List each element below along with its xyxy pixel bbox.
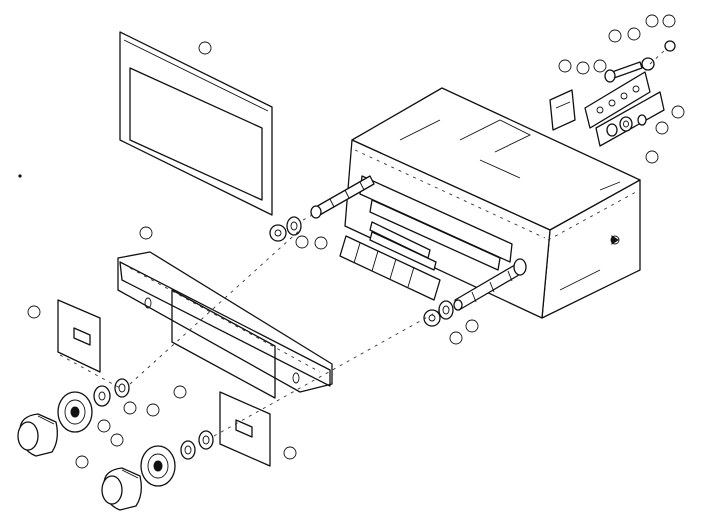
callout-16 [645, 150, 659, 164]
callout-10 [608, 29, 622, 43]
upper-shaft-hardware [269, 216, 302, 242]
callout-group [27, 14, 685, 469]
lower-shaft [453, 258, 527, 311]
left-knob-assembly [17, 378, 130, 457]
rear-nuts [606, 114, 647, 137]
top-trim-frame [119, 31, 273, 216]
callout-1 [198, 41, 212, 55]
callout-24 [593, 59, 607, 73]
callout-12 [645, 14, 659, 28]
callout-5 [314, 236, 328, 250]
callout-13 [662, 14, 676, 28]
callout-14 [671, 105, 685, 119]
push-button-assembly [339, 221, 441, 301]
callout-19 [110, 433, 124, 447]
rear-screw-set [604, 40, 676, 83]
left-knob-plate [57, 299, 101, 373]
callout-8 [558, 59, 572, 73]
callout-21 [283, 446, 297, 460]
callout-2 [139, 226, 153, 240]
callout-23 [173, 385, 187, 399]
callout-7 [465, 319, 479, 333]
upper-shaft [295, 175, 375, 225]
explosion-guides [59, 229, 441, 437]
callout-18 [146, 403, 160, 417]
callout-20 [75, 455, 89, 469]
callout-4 [295, 235, 309, 249]
right-knob-assembly [101, 430, 214, 511]
callout-3 [27, 305, 41, 319]
callout-17 [123, 401, 137, 415]
callout-22 [97, 419, 111, 433]
lower-shaft-hardware [423, 300, 454, 327]
front-faceplate [117, 251, 333, 399]
right-knob-plate [219, 391, 271, 467]
callout-15 [655, 121, 669, 135]
rear-terminal-bracket [549, 71, 665, 147]
callout-9 [576, 61, 590, 75]
main-chassis [344, 87, 641, 319]
stray-dot [18, 174, 22, 178]
callout-6 [449, 331, 463, 345]
callout-11 [627, 27, 641, 41]
